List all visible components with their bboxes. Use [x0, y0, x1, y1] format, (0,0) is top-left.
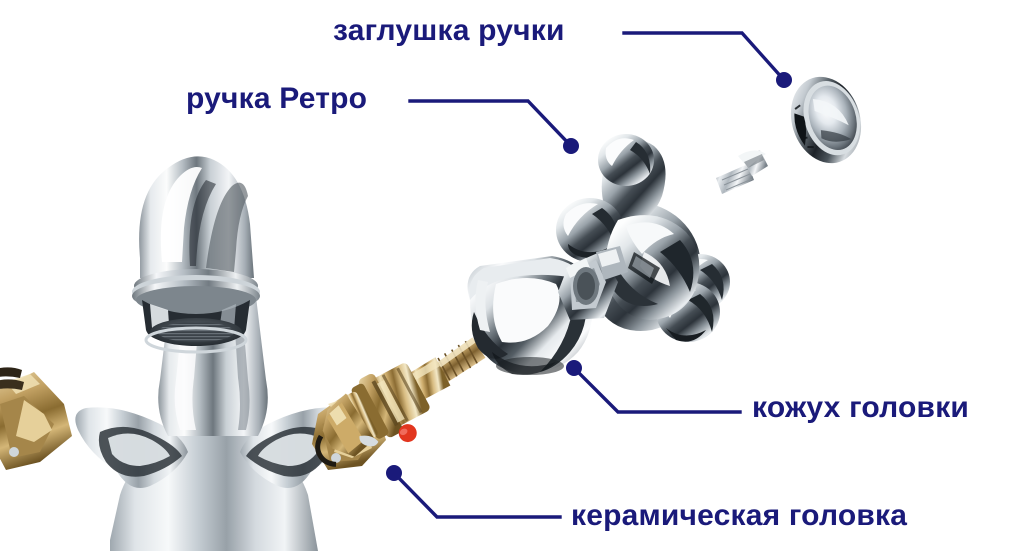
handle-screw-part [716, 150, 768, 194]
aerator [158, 322, 234, 342]
callout-label-retro-handle: ручка Ретро [186, 82, 368, 115]
retro-handle-part [556, 134, 730, 342]
cartridge-spline [434, 337, 486, 384]
indicator-dot [398, 424, 417, 443]
callout-label-ceramic-head: керамическая головка [571, 499, 908, 532]
faucet-body [75, 156, 353, 551]
ceramic-head-part [315, 337, 486, 467]
handle-cap-part [790, 76, 862, 164]
callout-label-handle-cap: заглушка ручки [333, 14, 565, 47]
callout-label-head-shroud: кожух головки [752, 391, 970, 424]
valve-seat-left [0, 367, 72, 470]
